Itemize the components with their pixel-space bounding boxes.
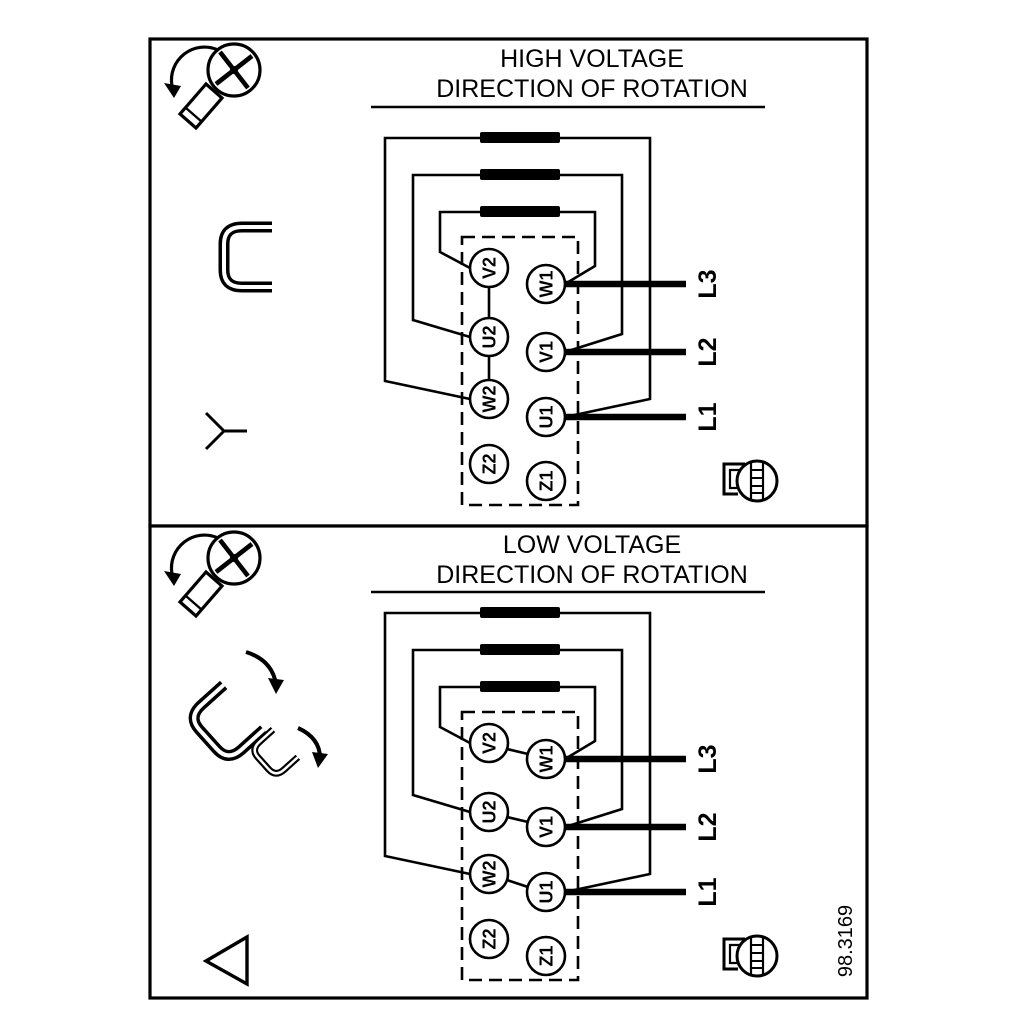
panel-title-line1: LOW VOLTAGE xyxy=(503,531,681,559)
terminal-label-w2: W2 xyxy=(479,861,499,888)
terminal-label-u2: U2 xyxy=(479,800,499,823)
panel-frame-bottom xyxy=(148,524,869,1000)
supply-label-l1: L1 xyxy=(694,402,722,431)
terminal-label-v1: V1 xyxy=(536,341,556,363)
panel-title-line2: DIRECTION OF ROTATION xyxy=(436,561,748,589)
terminal-label-w1: W1 xyxy=(536,271,556,298)
terminal-label-u1: U1 xyxy=(536,405,556,428)
panel-high-voltage: HIGH VOLTAGE DIRECTION OF ROTATION V2 U2… xyxy=(148,37,869,528)
star-symbol xyxy=(204,411,247,451)
terminal-label-z2: Z2 xyxy=(479,928,499,949)
delta-link-v2-w1 xyxy=(506,747,529,756)
supply-label-l2: L2 xyxy=(694,337,722,366)
terminal-label-v1: V1 xyxy=(536,816,556,838)
terminal-label-z1: Z1 xyxy=(536,470,556,491)
terminal-label-z2: Z2 xyxy=(479,453,499,474)
supply-label-l1: L1 xyxy=(694,877,722,906)
terminal-label-v2: V2 xyxy=(479,732,499,754)
panel-title-line1: HIGH VOLTAGE xyxy=(500,45,684,73)
terminal-label-u1: U1 xyxy=(536,880,556,903)
angled-links-icon xyxy=(188,650,328,777)
terminal-label-v2: V2 xyxy=(479,257,499,279)
terminal-label-w1: W1 xyxy=(536,746,556,773)
drawing-number: 98.3169 xyxy=(835,905,857,977)
terminal-label-z1: Z1 xyxy=(536,945,556,966)
panel-title-line2: DIRECTION OF ROTATION xyxy=(436,75,748,103)
delta-link-u2-v1 xyxy=(506,815,529,824)
supply-label-l3: L3 xyxy=(694,744,722,773)
delta-symbol xyxy=(202,934,249,987)
supply-label-l2: L2 xyxy=(694,812,722,841)
insert-arrow-1-head xyxy=(268,678,284,694)
terminal-label-w2: W2 xyxy=(479,386,499,413)
insert-arrow-2-head xyxy=(312,752,328,768)
panel-low-voltage: LOW VOLTAGE DIRECTION OF ROTATION V2 U2 … xyxy=(148,524,869,1000)
terminal-label-u2: U2 xyxy=(479,325,499,348)
delta-link-w2-u1 xyxy=(506,878,529,889)
supply-label-l3: L3 xyxy=(694,269,722,298)
